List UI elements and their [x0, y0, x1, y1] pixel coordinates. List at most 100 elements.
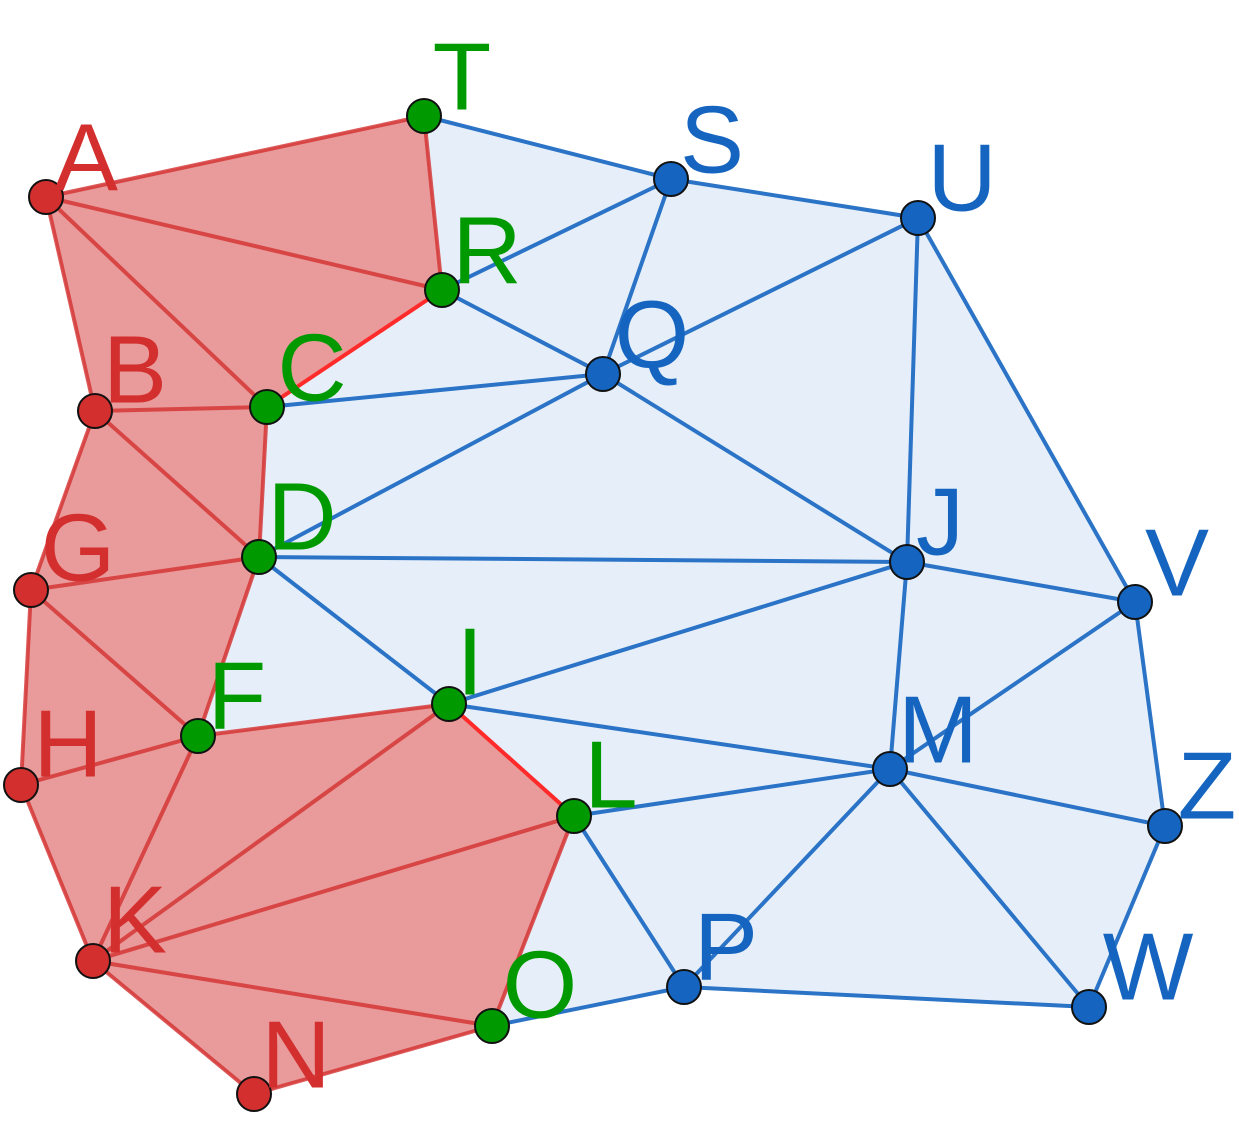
red-edge-n-o [252, 1024, 494, 1096]
red-edge-l-k [91, 814, 576, 963]
blue-edge-j-m [888, 560, 909, 771]
blue-region-fill [197, 115, 1166, 1027]
red-edge-h-f [19, 734, 200, 787]
red-edge-g-d [29, 555, 261, 592]
node-label-c: C [277, 315, 346, 422]
node-label-q: Q [615, 282, 690, 389]
node-label-z: Z [1178, 733, 1237, 840]
blue-edge-q-j [601, 372, 909, 564]
node-label-g: G [41, 495, 116, 602]
node-label-k: K [103, 867, 167, 974]
highlight-edge-r-c [265, 288, 444, 409]
node-label-d: D [267, 464, 336, 571]
blue-edge-p-o [490, 985, 686, 1028]
node-label-u: U [927, 125, 996, 232]
node-label-i: I [457, 609, 484, 716]
blue-edge-v-m [888, 600, 1137, 771]
node-s [653, 161, 689, 197]
highlight-edge-i-l [447, 702, 576, 818]
node-label-r: R [452, 198, 521, 305]
red-edge-a-r [44, 195, 444, 292]
blue-edge-u-j [905, 216, 920, 564]
node-k [75, 943, 111, 979]
blue-edge-d-j [257, 555, 909, 564]
blue-edge-s-q [601, 177, 673, 376]
red-edge-b-g [29, 409, 97, 592]
node-d [241, 539, 277, 575]
red-edge-a-t [44, 114, 426, 199]
node-z [1147, 808, 1183, 844]
red-edge-f-k [91, 734, 200, 963]
blue-edge-q-d [257, 372, 605, 559]
node-label-j: J [916, 469, 964, 576]
blue-edge-j-v [905, 560, 1137, 604]
blue-edge-m-p [682, 767, 892, 989]
blue-edge-l-p [572, 814, 686, 989]
red-edge-i-k [91, 702, 451, 963]
node-label-p: P [694, 894, 758, 1001]
node-label-a: A [54, 105, 118, 212]
node-v [1117, 584, 1153, 620]
red-edge-g-h [19, 588, 33, 787]
node-label-h: H [33, 691, 102, 798]
red-edge-c-d [257, 405, 269, 559]
blue-edge-s-r [440, 177, 673, 292]
node-label-o: O [503, 932, 578, 1039]
blue-edge-u-v [916, 216, 1137, 604]
node-q [585, 356, 621, 392]
red-edge-b-d [93, 409, 261, 559]
red-edge-a-c [44, 195, 269, 409]
red-edge-k-o [91, 959, 494, 1028]
blue-edge-c-q [265, 372, 605, 409]
node-label-v: V [1145, 510, 1209, 617]
red-edge-g-f [29, 588, 200, 738]
node-label-s: S [680, 87, 744, 194]
red-edge-f-i [196, 702, 451, 738]
red-edge-a-b [44, 195, 97, 413]
node-label-t: T [433, 24, 492, 131]
blue-edge-j-i [447, 560, 909, 706]
node-t [406, 98, 442, 134]
red-edge-h-k [19, 783, 95, 963]
node-j [889, 544, 925, 580]
red-edge-l-o [490, 814, 576, 1028]
node-a [28, 179, 64, 215]
blue-edge-i-m [447, 702, 892, 771]
node-n [236, 1076, 272, 1112]
node-u [900, 200, 936, 236]
blue-edge-t-s [422, 114, 673, 181]
blue-edge-s-u [669, 177, 920, 220]
red-edge-d-f [196, 555, 261, 738]
graph-nodes [3, 98, 1183, 1112]
node-label-w: W [1103, 914, 1194, 1021]
node-o [474, 1008, 510, 1044]
node-i [431, 686, 467, 722]
blue-edge-v-z [1133, 600, 1167, 828]
node-label-l: L [584, 722, 637, 829]
node-label-b: B [103, 317, 167, 424]
node-m [872, 751, 908, 787]
node-g [13, 572, 49, 608]
blue-edge-l-m [572, 767, 892, 818]
blue-edge-d-i [257, 555, 451, 706]
red-edge-b-c [93, 405, 269, 413]
blue-edge-z-w [1087, 824, 1167, 1009]
node-f [180, 718, 216, 754]
node-p [666, 969, 702, 1005]
blue-edge-m-z [888, 767, 1167, 828]
blue-edge-q-u [601, 216, 920, 376]
node-label-n: N [261, 1002, 330, 1109]
node-label-f: F [208, 643, 267, 750]
node-l [556, 798, 592, 834]
blue-edge-m-w [888, 767, 1091, 1009]
node-b [77, 393, 113, 429]
node-h [3, 767, 39, 803]
node-r [424, 272, 460, 308]
node-label-m: M [898, 677, 978, 784]
red-edge-k-n [91, 959, 256, 1096]
blue-edge-p-w [682, 985, 1091, 1009]
node-w [1071, 989, 1107, 1025]
